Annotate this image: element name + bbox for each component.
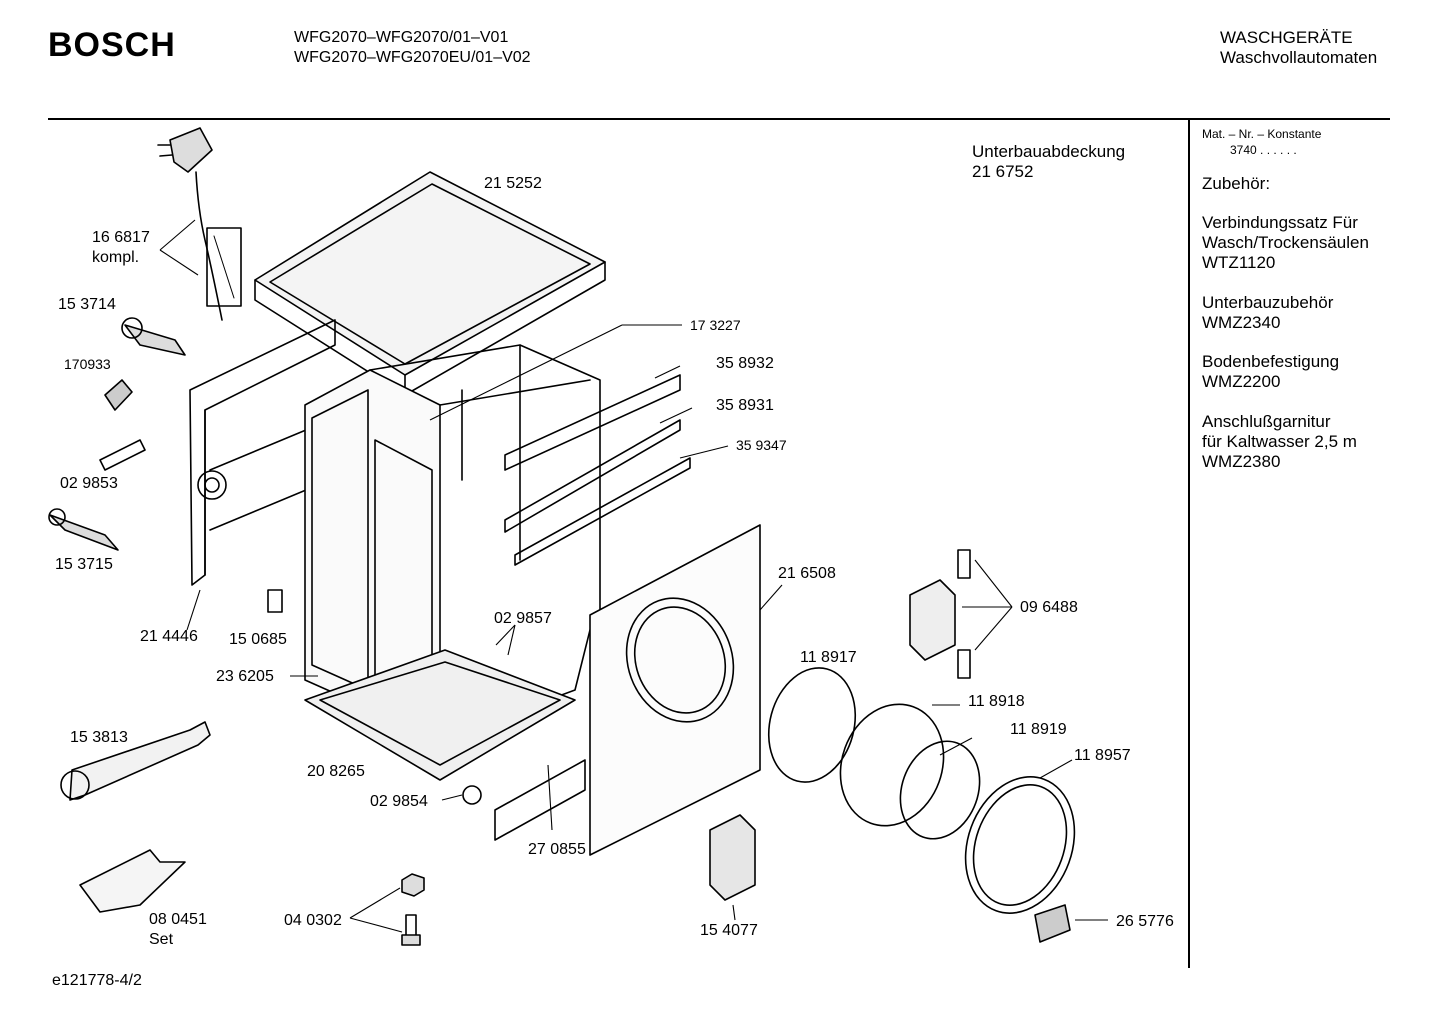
part-label: kompl. <box>92 249 140 266</box>
seal-ring-part <box>767 667 857 783</box>
part-label: 02 9857 <box>494 610 552 627</box>
door-hinge-part <box>909 549 971 679</box>
door-lock-part <box>709 814 756 901</box>
part-label: 11 8917 <box>800 649 857 666</box>
part-label: 02 9853 <box>60 475 118 492</box>
part-label: 04 0302 <box>284 912 342 929</box>
inlet-valve-part <box>121 317 186 356</box>
part-label: 35 8931 <box>716 397 774 414</box>
category-line-2: Waschvollautomaten <box>1220 48 1378 67</box>
accessory-group-1-line-1: Verbindungssatz Für <box>1202 213 1358 232</box>
drawing-id: e121778-4/2 <box>52 972 142 989</box>
spanner-tool-icon <box>60 721 211 801</box>
bracket-set-part <box>79 849 186 913</box>
category-line-1: WASCHGERÄTE <box>1220 28 1353 47</box>
door-ring-inner-part <box>839 703 945 827</box>
part-label: 11 8918 <box>968 693 1025 710</box>
clip-part <box>104 379 133 411</box>
part-label: 09 6488 <box>1020 599 1078 616</box>
top-cover-part <box>254 171 606 396</box>
part-label: 170933 <box>64 356 111 372</box>
part-label: 26 5776 <box>1116 913 1174 930</box>
part-label: 27 0855 <box>528 841 586 858</box>
leader-lines <box>159 219 1108 933</box>
part-label: 02 9854 <box>370 793 428 810</box>
part-label: 16 6817 <box>92 229 150 246</box>
part-label: 15 3714 <box>58 296 116 313</box>
mat-nr-label: Mat. – Nr. – Konstante <box>1202 127 1322 141</box>
accessory-group-4-line-3: WMZ2380 <box>1202 452 1281 471</box>
brand-logo: BOSCH <box>48 26 176 64</box>
part-label: 15 0685 <box>229 631 287 648</box>
part-label: 35 8932 <box>716 355 774 372</box>
part-label: 20 8265 <box>307 763 365 780</box>
switch-part <box>267 589 283 613</box>
part-label: 11 8919 <box>1010 721 1067 738</box>
bracket-part <box>99 439 146 471</box>
part-label: Set <box>149 931 174 948</box>
accessory-group-1-line-3: WTZ1120 <box>1202 253 1276 272</box>
door-glass-part <box>899 740 981 840</box>
part-label: 11 8957 <box>1074 747 1131 764</box>
mat-nr-value: 3740 . . . . . . <box>1230 143 1297 157</box>
header-divider <box>48 118 1390 120</box>
accessory-group-1-line-2: Wasch/Trockensäulen <box>1202 233 1369 252</box>
note-title: Unterbauabdeckung <box>972 142 1126 161</box>
part-label: 23 6205 <box>216 668 274 685</box>
cabinet-part <box>304 344 601 741</box>
part-label: 21 4446 <box>140 628 198 645</box>
hose-connector-part <box>48 508 119 551</box>
note-number: 21 6752 <box>972 162 1034 181</box>
part-label: 21 5252 <box>484 175 542 192</box>
nut-screw-part <box>401 873 425 946</box>
accessory-group-4-line-2: für Kaltwasser 2,5 m <box>1202 432 1357 451</box>
part-label: 15 3715 <box>55 556 113 573</box>
foot-part <box>462 785 482 805</box>
part-label: 15 3813 <box>70 729 128 746</box>
part-label: 35 9347 <box>736 437 787 453</box>
kick-plate-part <box>494 759 586 841</box>
power-plug-icon <box>157 127 242 321</box>
hinge-cover-part <box>1034 904 1071 943</box>
sidebar-divider <box>1188 120 1190 968</box>
accessory-group-4-line-1: Anschlußgarnitur <box>1202 412 1331 431</box>
part-label: 17 3227 <box>690 317 741 333</box>
part-label: 15 4077 <box>700 922 758 939</box>
door-ring-outer-part <box>964 776 1076 914</box>
front-panel-part <box>589 524 761 856</box>
part-label: 08 0451 <box>149 911 207 928</box>
accessory-group-2-line-1: Unterbauzubehör <box>1202 293 1334 312</box>
base-plate-part <box>304 649 576 781</box>
accessory-group-2-line-2: WMZ2340 <box>1202 313 1281 332</box>
accessories-title: Zubehör: <box>1202 174 1271 193</box>
accessory-group-3-line-2: WMZ2200 <box>1202 372 1281 391</box>
rail-parts <box>504 374 691 566</box>
model-line-1: WFG2070–WFG2070/01–V01 <box>294 29 509 46</box>
part-label: 21 6508 <box>778 565 836 582</box>
accessory-group-3-line-1: Bodenbefestigung <box>1202 352 1340 371</box>
model-line-2: WFG2070–WFG2070EU/01–V02 <box>294 49 531 66</box>
